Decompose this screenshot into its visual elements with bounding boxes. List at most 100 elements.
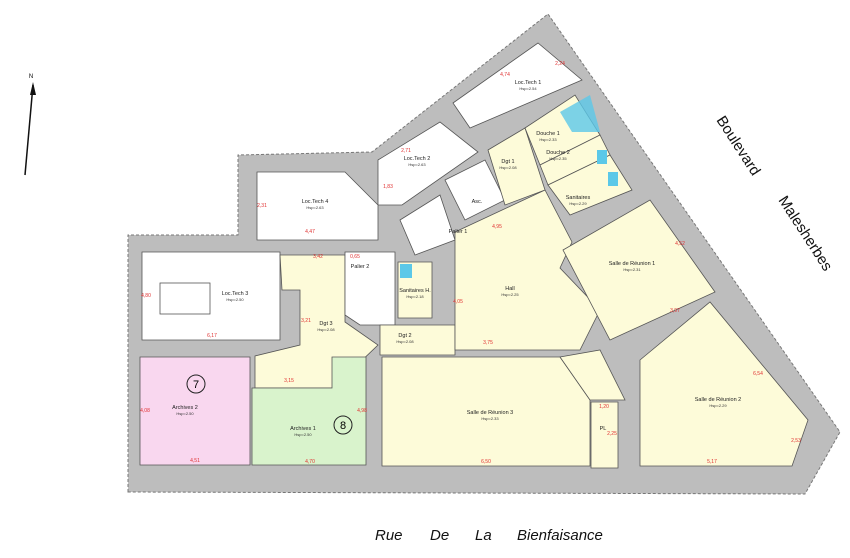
- north-arrow: N: [24, 74, 36, 176]
- room-corridor: [559, 349, 626, 401]
- rooms: [139, 42, 809, 469]
- room-archives-2: [139, 356, 251, 466]
- height-salle-reunion-1: Hsp=2.31: [623, 267, 641, 272]
- dimension: 3,15: [284, 378, 294, 384]
- dimension: 6,54: [753, 371, 763, 377]
- dimension: 2,53: [791, 438, 801, 444]
- label-loc-tech-2: Loc.Tech 2: [404, 156, 431, 162]
- dimension: 6,17: [207, 333, 217, 339]
- label-salle-reunion-3: Salle de Réunion 3: [467, 410, 513, 416]
- dimension: 3,42: [313, 254, 323, 260]
- dimension: 4,70: [305, 459, 315, 465]
- dimension: 3,97: [670, 308, 680, 314]
- height-salle-reunion-3: Hsp=2.33: [481, 416, 499, 421]
- height-archives-1: Hsp=2.50: [294, 432, 312, 437]
- marker-circle-8: [333, 415, 353, 435]
- height-dgt-1: Hsp=2.08: [499, 165, 517, 170]
- room-archives-1: [251, 356, 367, 466]
- label-sanitaires: Sanitaires: [566, 195, 591, 201]
- height-loc-tech-4: Hsp=2.63: [306, 205, 324, 210]
- shower-icon: [560, 95, 600, 132]
- room-stairs-2: [344, 251, 396, 326]
- marker-circle-7: [186, 374, 206, 394]
- height-loc-tech-2: Hsp=2.63: [408, 162, 426, 167]
- label-douche-1: Douche 1: [536, 131, 560, 137]
- label-sanitaires-h: Sanitaires H.: [399, 288, 431, 294]
- dimension: 3,21: [301, 318, 311, 324]
- toilet-icon: [400, 264, 412, 278]
- street-word: De: [430, 527, 449, 544]
- label-archives-2: Archives 2: [172, 405, 198, 411]
- street-word: Malesherbes: [775, 193, 836, 274]
- dimension: 4,47: [305, 229, 315, 235]
- room-loc-tech-4: [256, 171, 379, 241]
- dimension: 2,25: [607, 431, 617, 437]
- dimension: 4,74: [500, 72, 510, 78]
- label-palier-2: Palier 2: [351, 264, 370, 270]
- room-salle-reunion-1: [562, 199, 716, 341]
- dimension: 1,83: [383, 184, 393, 190]
- dimension: 2,24: [555, 61, 565, 67]
- dimension: 4,95: [492, 224, 502, 230]
- room-loc-tech-3: [141, 251, 281, 341]
- dimension: 1,20: [599, 404, 609, 410]
- height-hall: Hsp=2.25: [501, 292, 519, 297]
- dimensions: 4,74 2,24 2,71 1,83 4,47 2,31 4,80 6,17 …: [140, 61, 801, 465]
- room-loc-tech-2: [377, 121, 479, 206]
- height-sanitaires-h: Hsp=2.18: [406, 294, 424, 299]
- height-sanitaires: Hsp=2.29: [569, 201, 587, 206]
- dimension: 3,75: [483, 340, 493, 346]
- room-hall: [454, 189, 601, 351]
- label-dgt-3: Dgt 3: [319, 321, 332, 327]
- dimension: 4,80: [141, 293, 151, 299]
- dimension: 5,17: [707, 459, 717, 465]
- roof-hatch: [159, 282, 211, 315]
- label-pl: PL: [600, 426, 607, 432]
- height-archives-2: Hsp=2.50: [176, 411, 194, 416]
- north-label: N: [29, 74, 33, 80]
- label-palier-1: Palier 1: [449, 229, 468, 235]
- dimension: 6,50: [481, 459, 491, 465]
- marker-8: 8: [340, 420, 346, 432]
- street-word: Bienfaisance: [517, 527, 603, 544]
- room-salle-reunion-2: [639, 301, 809, 467]
- street-word: Rue: [375, 527, 403, 544]
- street-word: Boulevard: [713, 113, 764, 179]
- dimension: 0,65: [350, 254, 360, 260]
- toilet-icon: [597, 150, 607, 164]
- label-dgt-2: Dgt 2: [398, 333, 411, 339]
- dimension: 4,51: [190, 458, 200, 464]
- height-loc-tech-3: Hsp=2.50: [226, 297, 244, 302]
- height-salle-reunion-2: Hsp=2.29: [709, 403, 727, 408]
- height-douche-1: Hsp=2.33: [539, 137, 557, 142]
- height-loc-tech-1: Hsp=2.54: [519, 86, 537, 91]
- dimension: 4,08: [140, 408, 150, 414]
- toilet-icon: [608, 172, 618, 186]
- dimension: 2,31: [257, 203, 267, 209]
- label-asc: Asc.: [472, 199, 483, 205]
- room-pl: [590, 401, 619, 469]
- marker-7: 7: [193, 379, 199, 391]
- height-douche-2: Hsp=2.35: [549, 156, 567, 161]
- room-markers: 7 8: [186, 374, 353, 435]
- dimension: 4,52: [675, 241, 685, 247]
- label-salle-reunion-1: Salle de Réunion 1: [609, 261, 655, 267]
- dimension: 2,71: [401, 148, 411, 154]
- label-loc-tech-3: Loc.Tech 3: [222, 291, 249, 297]
- label-loc-tech-4: Loc.Tech 4: [302, 199, 329, 205]
- dimension: 4,98: [357, 408, 367, 414]
- room-sanitaires: [547, 154, 633, 216]
- label-archives-1: Archives 1: [290, 426, 316, 432]
- room-dgt-2: [379, 324, 456, 356]
- height-dgt-3: Hsp=2.08: [317, 327, 335, 332]
- label-douche-2: Douche 2: [546, 150, 570, 156]
- street-word: La: [475, 527, 492, 544]
- label-loc-tech-1: Loc.Tech 1: [515, 80, 542, 86]
- height-dgt-2: Hsp=2.08: [396, 339, 414, 344]
- label-hall: Hall: [505, 286, 514, 292]
- room-salle-reunion-3: [381, 356, 591, 467]
- label-dgt-1: Dgt 1: [501, 159, 514, 165]
- room-dgt-1: [487, 127, 546, 206]
